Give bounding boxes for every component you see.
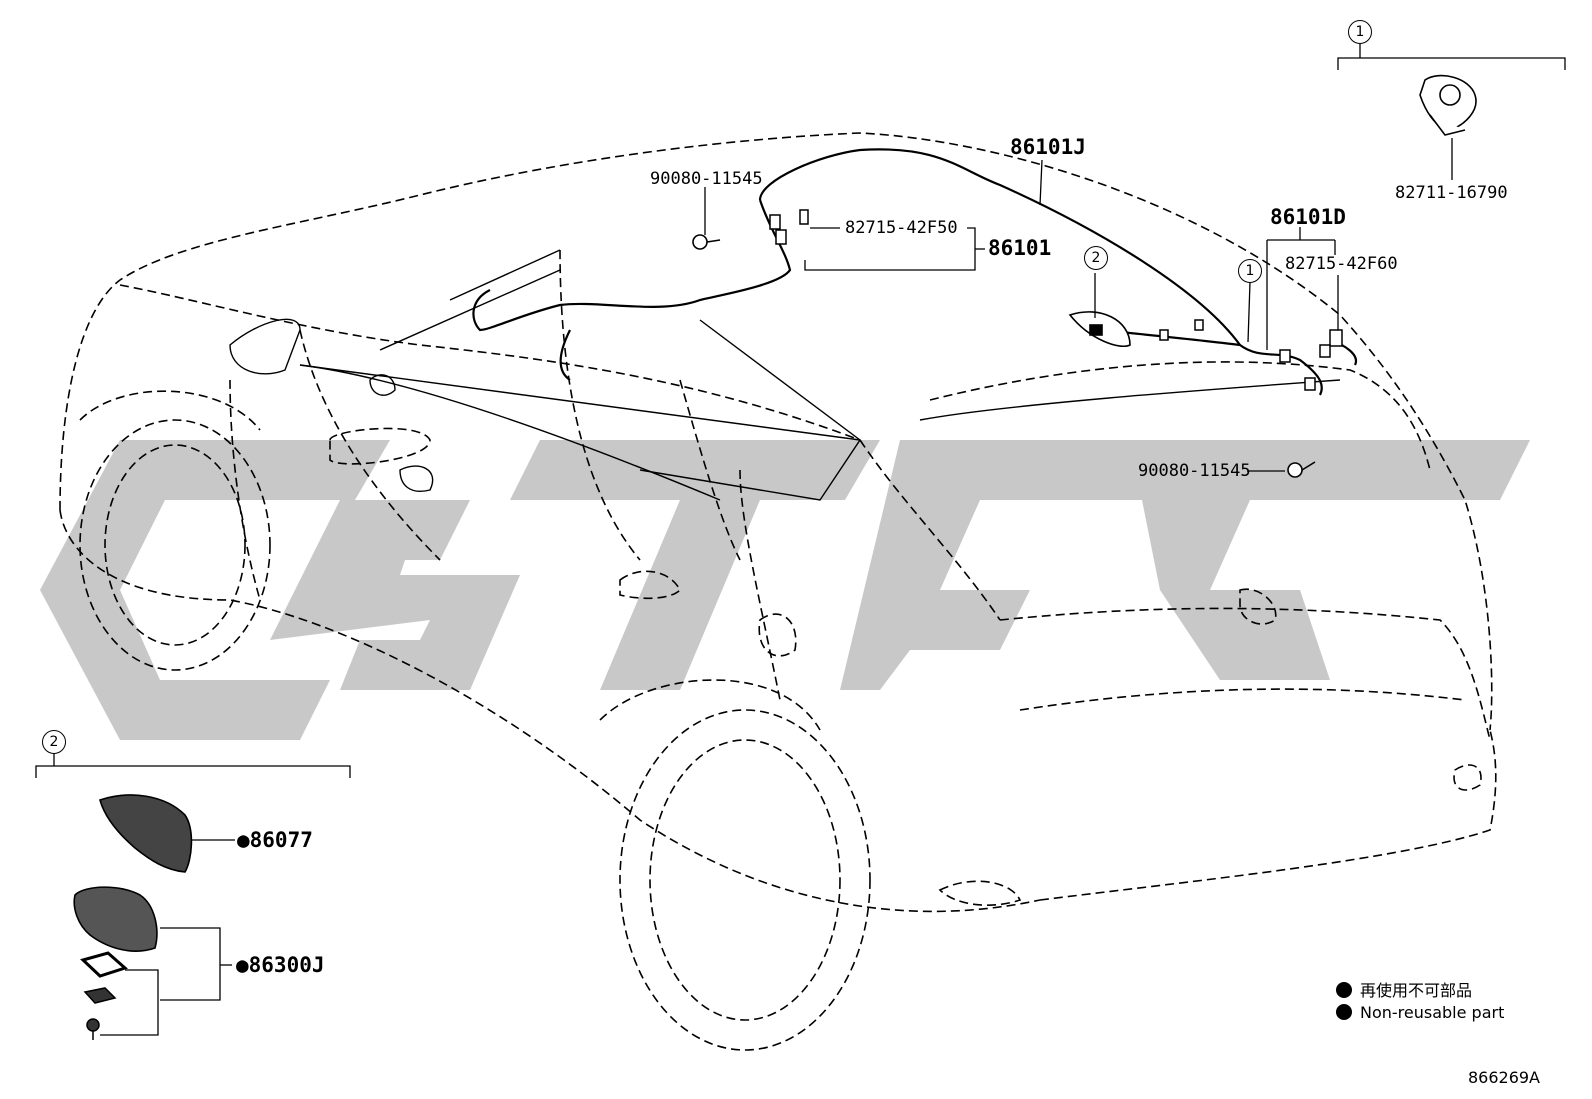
- harness-connectors: [769, 209, 1343, 391]
- antenna-base-86300J: [73, 886, 158, 952]
- legend-line-english: Non-reusable part: [1336, 1003, 1504, 1022]
- roof-antenna-harness: [472, 148, 1358, 396]
- callout-2-inset: 2: [42, 730, 66, 754]
- callout-1-top: 1: [1348, 20, 1372, 44]
- label-82715-42F60: 82715-42F60: [1285, 254, 1398, 274]
- label-90080-11545-rear: 90080-11545: [1138, 461, 1251, 481]
- antenna-gasket: [80, 951, 128, 978]
- legend-dot-icon: [1336, 982, 1352, 998]
- bolt-front: [692, 234, 721, 250]
- vehicle-outline: [59, 132, 1497, 913]
- roof-antenna-mount: [1068, 311, 1131, 347]
- bolt-rear: [1287, 461, 1316, 478]
- legend-text-english: Non-reusable part: [1360, 1003, 1505, 1022]
- label-86101D: 86101D: [1270, 205, 1346, 229]
- label-86300J: ●86300J: [236, 953, 325, 977]
- callout-2-roof: 2: [1084, 246, 1108, 270]
- leader-lines: [35, 43, 1566, 1036]
- diagram-code: 866269A: [1467, 1068, 1540, 1087]
- antenna-nut: [83, 987, 117, 1004]
- clip-82711-16790: [1419, 74, 1477, 136]
- legend-text-japanese: 再使用不可部品: [1360, 981, 1473, 1000]
- callout-1-roof: 1: [1238, 259, 1262, 283]
- label-86077: ●86077: [237, 828, 313, 852]
- label-86101J: 86101J: [1010, 135, 1086, 159]
- vehicle-glass-lines: [229, 249, 1341, 501]
- label-86101: 86101: [988, 236, 1052, 260]
- watermark-logo: [40, 440, 1530, 740]
- antenna-screw: [86, 1018, 100, 1040]
- label-82711-16790: 82711-16790: [1395, 183, 1508, 203]
- legend-dot-icon: [1336, 1004, 1352, 1020]
- shark-fin-cover-86077: [99, 794, 193, 873]
- label-90080-11545-front: 90080-11545: [650, 169, 763, 189]
- label-82715-42F50: 82715-42F50: [845, 218, 958, 238]
- legend-line-japanese: 再使用不可部品: [1336, 977, 1472, 1001]
- front-wheel: [79, 390, 271, 671]
- rear-wheel: [599, 679, 871, 1051]
